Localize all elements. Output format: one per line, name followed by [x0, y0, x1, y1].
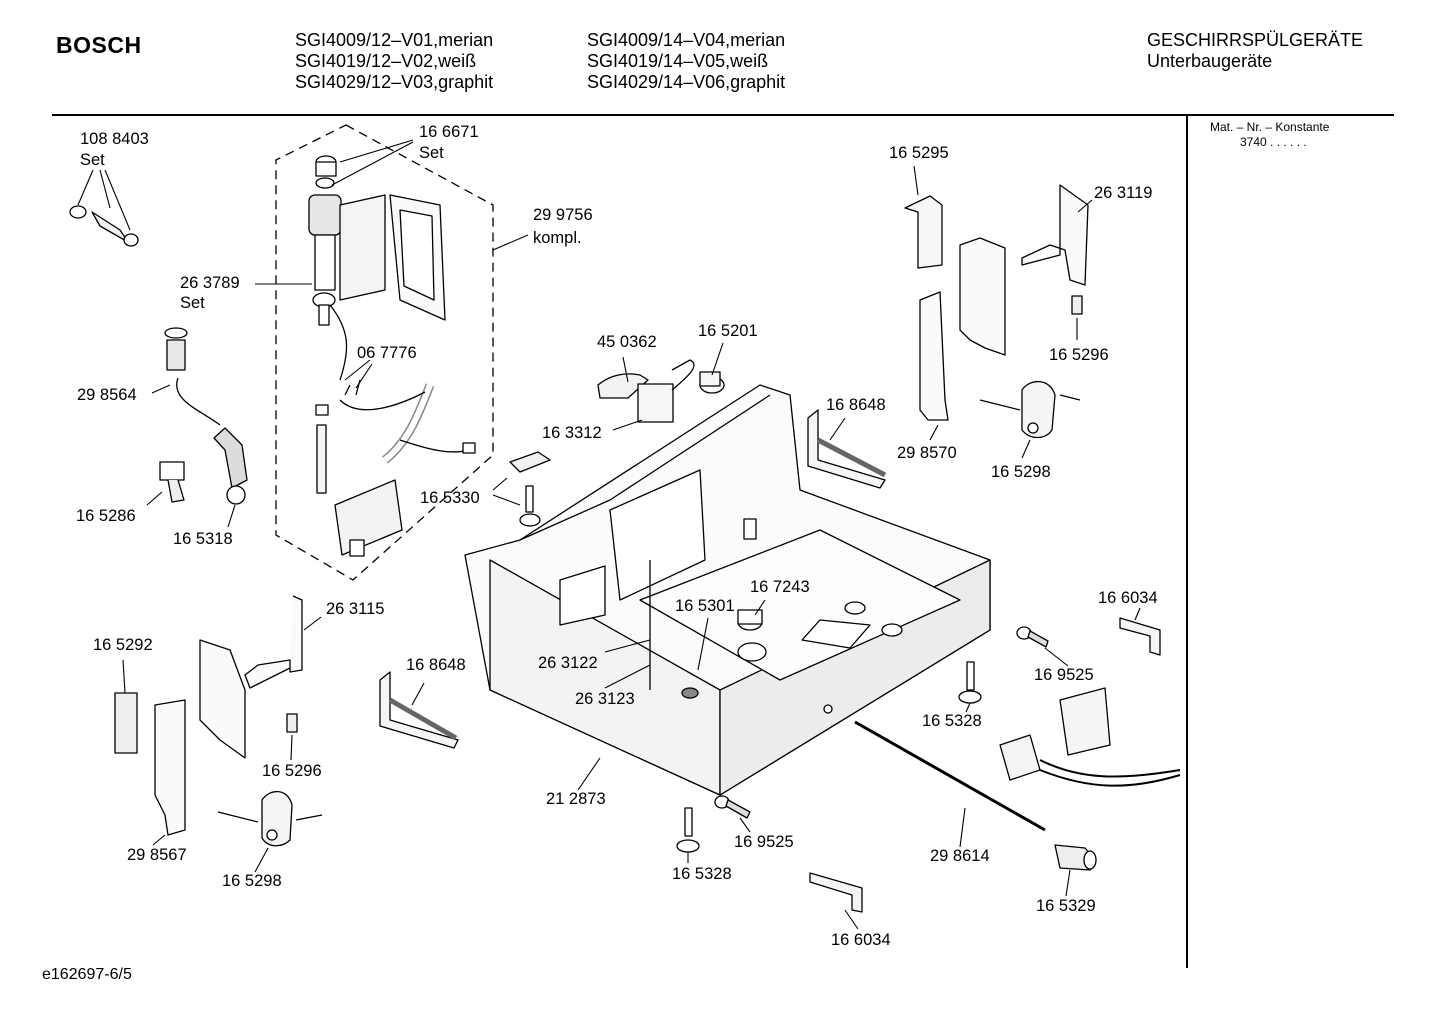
drawing-id: e162697-6/5	[42, 966, 132, 983]
bolt-bottom	[714, 795, 751, 819]
right-bracket-group	[904, 184, 1089, 421]
spring-bracket-upper	[807, 409, 887, 489]
part-number: 29 8570	[897, 444, 957, 462]
part-number: 108 8403	[80, 130, 149, 148]
part-number: 16 5295	[889, 144, 949, 162]
rod	[854, 720, 1046, 832]
base-tub	[464, 384, 991, 796]
model-line: SGI4029/14–V06,graphit	[587, 72, 786, 92]
part-number: 16 7243	[750, 578, 810, 596]
model-list-left: SGI4009/12–V01,merian SGI4019/12–V02,wei…	[295, 30, 493, 93]
part-number: 26 3119	[1094, 184, 1152, 202]
part-note: kompl.	[533, 229, 582, 247]
part-number: 16 5298	[222, 872, 282, 890]
part-number: 16 5201	[698, 322, 758, 340]
part-number: 16 5298	[991, 463, 1051, 481]
part-number: 16 5296	[262, 762, 322, 780]
model-line: SGI4009/12–V01,merian	[295, 30, 494, 50]
part-number: 26 3122	[538, 654, 598, 672]
inlet-valve-stack	[308, 155, 446, 381]
model-line: SGI4029/12–V03,graphit	[295, 72, 494, 92]
part-note: Set	[419, 144, 444, 162]
cable-harness	[999, 687, 1181, 787]
category-subtitle: Unterbaugeräte	[1147, 51, 1273, 71]
model-line: SGI4019/14–V05,weiß	[587, 51, 769, 71]
part-number: 16 3312	[542, 424, 602, 442]
part-number: 26 3115	[326, 600, 384, 618]
part-number: 29 8564	[77, 386, 137, 404]
part-number: 26 3789	[180, 274, 240, 292]
door-lock-right	[979, 380, 1081, 439]
end-cap	[1054, 844, 1097, 871]
part-number: 16 8648	[826, 396, 886, 414]
part-number: 26 3123	[575, 690, 635, 708]
brand-logo: BOSCH	[56, 32, 142, 58]
part-note: Set	[80, 151, 105, 169]
screw-right	[958, 661, 982, 704]
assembly-pin	[315, 404, 329, 494]
part-number: 16 5328	[922, 712, 982, 730]
part-number: 16 5318	[173, 530, 233, 548]
category-title: GESCHIRRSPÜLGERÄTE	[1147, 30, 1364, 50]
left-bracket-group	[114, 595, 303, 836]
part-number: 29 9756	[533, 206, 593, 224]
frame-lines	[52, 114, 1394, 968]
category-block: GESCHIRRSPÜLGERÄTE Unterbaugeräte	[1147, 30, 1363, 72]
part-number: 16 5296	[1049, 346, 1109, 364]
part-number: 16 5301	[675, 597, 735, 615]
material-constant: Mat. – Nr. – Konstante 3740 . . . . . .	[1210, 120, 1329, 150]
material-constant-value: 3740 . . . . . .	[1240, 135, 1307, 149]
part-number: 16 6671	[419, 123, 479, 141]
part-number: 16 9525	[734, 833, 794, 851]
material-constant-label: Mat. – Nr. – Konstante	[1210, 120, 1330, 134]
assembly-hose	[339, 379, 476, 464]
connector-right	[1119, 617, 1161, 656]
assembly-bracket	[334, 479, 403, 557]
part-number: 29 8567	[127, 846, 187, 864]
part-number: 16 6034	[831, 931, 891, 949]
screw-bottom	[676, 807, 700, 853]
part-number: 45 0362	[597, 333, 657, 351]
leader-lines	[77, 139, 1141, 930]
part-number: 16 5329	[1036, 897, 1096, 915]
part-number: 06 7776	[357, 344, 417, 362]
part-number: 16 8648	[406, 656, 466, 674]
model-line: SGI4019/12–V02,weiß	[295, 51, 477, 71]
connector-bottom	[809, 872, 863, 913]
part-number: 16 9525	[1034, 666, 1094, 684]
part-number: 16 5330	[420, 489, 480, 507]
part-labels: 108 8403 Set 16 6671 Set 29 9756 kompl. …	[76, 123, 1158, 949]
heater-plug-group	[597, 359, 725, 423]
door-lock-left	[217, 790, 323, 847]
spring-bracket-lower	[379, 671, 459, 749]
detergent-part	[509, 451, 551, 527]
model-list-right: SGI4009/14–V04,merian SGI4019/14–V05,wei…	[587, 30, 785, 93]
valve-assembly-outline	[275, 124, 494, 581]
part-number: 16 5292	[93, 636, 153, 654]
drain-hose	[164, 327, 248, 505]
clip-part	[159, 461, 185, 503]
part-number: 16 5286	[76, 507, 136, 525]
model-line: SGI4009/14–V04,merian	[587, 30, 786, 50]
bolt-right	[1016, 626, 1049, 648]
part-note: Set	[180, 294, 205, 312]
part-number: 29 8614	[930, 847, 990, 865]
hose-clamp-set	[69, 205, 139, 247]
part-number: 21 2873	[546, 790, 606, 808]
part-number: 16 6034	[1098, 589, 1158, 607]
part-number: 16 5328	[672, 865, 732, 883]
